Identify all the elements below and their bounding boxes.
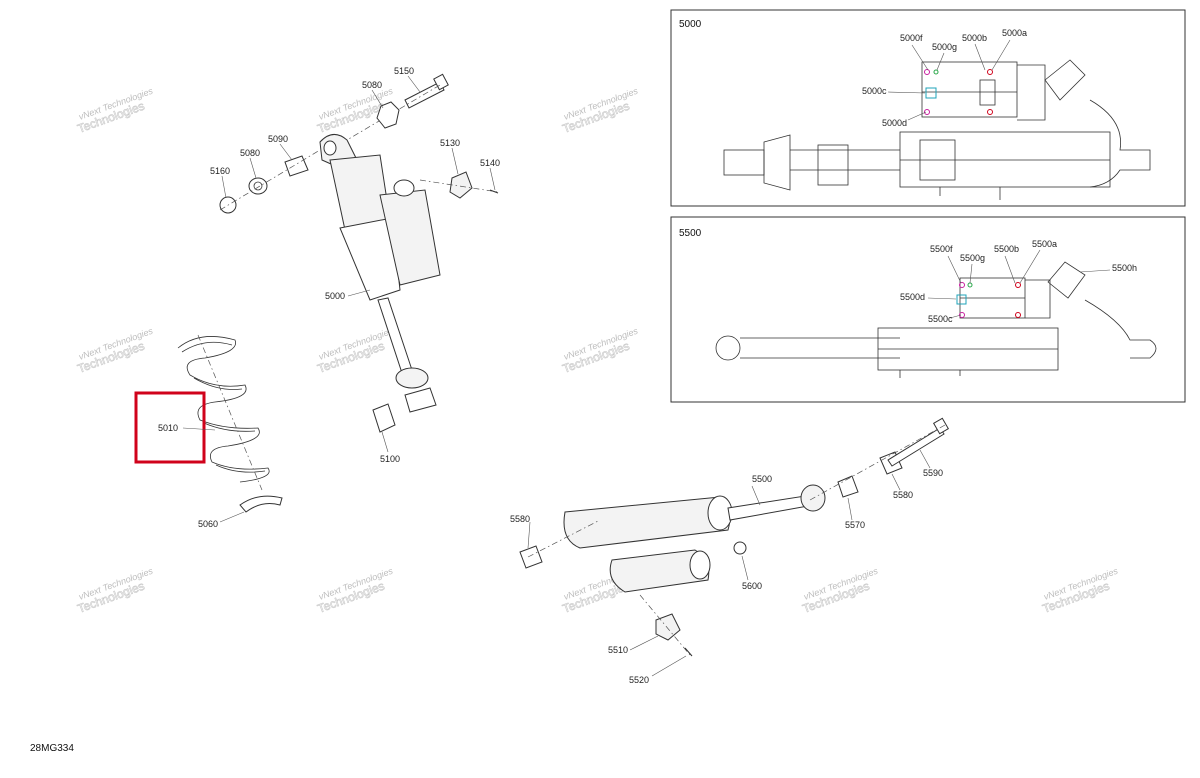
- callout-5160[interactable]: 5160: [210, 166, 230, 176]
- detail-panel-5000[interactable]: 5000: [670, 9, 1186, 207]
- callout-5500[interactable]: 5500: [752, 474, 772, 484]
- spacer-5570[interactable]: [837, 475, 859, 498]
- front-shock-assembly: [219, 73, 499, 433]
- shock-shaft: [727, 495, 809, 521]
- callout-5060[interactable]: 5060: [198, 519, 218, 529]
- marker-5500d: [956, 294, 967, 305]
- bushing-5580-left[interactable]: [519, 545, 543, 569]
- callout-5000b[interactable]: 5000b: [962, 33, 987, 43]
- marker-5000d: [924, 109, 930, 115]
- lower-eye: [395, 367, 429, 389]
- rear-shock-assembly: [519, 417, 950, 657]
- callout-5500h[interactable]: 5500h: [1112, 263, 1137, 273]
- bushing-5100[interactable]: [372, 403, 396, 433]
- callout-5580[interactable]: 5580: [893, 490, 913, 500]
- callout-5010[interactable]: 5010: [158, 423, 178, 433]
- panel-title: 5500: [679, 228, 702, 239]
- marker-5500c: [959, 312, 965, 318]
- marker-5000a2: [987, 109, 993, 115]
- bolt-5150[interactable]: [404, 73, 449, 109]
- callout-5510[interactable]: 5510: [608, 645, 628, 655]
- spring-5010[interactable]: [177, 334, 270, 491]
- callout-5000f[interactable]: 5000f: [900, 33, 923, 43]
- callout-5140[interactable]: 5140: [480, 158, 500, 168]
- callout-5500a[interactable]: 5500a: [1032, 239, 1057, 249]
- callout-5080[interactable]: 5080: [240, 148, 260, 158]
- callout-5580[interactable]: 5580: [510, 514, 530, 524]
- diagram-reference-code: 28MG334: [30, 743, 74, 754]
- callout-5500f[interactable]: 5500f: [930, 244, 953, 254]
- callout-5080[interactable]: 5080: [362, 80, 382, 90]
- nut-5080[interactable]: [376, 101, 400, 129]
- shock-cross-section: [723, 59, 1151, 200]
- shock-body-5000[interactable]: [329, 154, 391, 231]
- marker-5000f: [924, 69, 930, 75]
- callout-5600[interactable]: 5600: [742, 581, 762, 591]
- callout-5150[interactable]: 5150: [394, 66, 414, 76]
- callout-5520[interactable]: 5520: [629, 675, 649, 685]
- marker-5000a: [987, 69, 993, 75]
- callout-5570[interactable]: 5570: [845, 520, 865, 530]
- callout-5000a[interactable]: 5000a: [1002, 28, 1027, 38]
- callout-5500b[interactable]: 5500b: [994, 244, 1019, 254]
- highlight-box: [134, 391, 206, 464]
- washer-5080[interactable]: [248, 177, 268, 195]
- callout-5130[interactable]: 5130: [440, 138, 460, 148]
- nut-5600[interactable]: [733, 541, 747, 555]
- screw-5520[interactable]: [684, 647, 693, 657]
- callout-5000[interactable]: 5000: [325, 291, 345, 301]
- callout-5000d[interactable]: 5000d: [882, 118, 907, 128]
- shock-cross-section: [715, 261, 1157, 378]
- marker-5500a2: [1015, 312, 1021, 318]
- bolt-5590[interactable]: [887, 427, 945, 467]
- screw-5140[interactable]: [489, 189, 499, 194]
- spring-retainer-5060[interactable]: [239, 495, 283, 513]
- shock-body-5500[interactable]: [563, 496, 731, 549]
- adjuster-5510[interactable]: [655, 613, 681, 641]
- marker-5500a: [1015, 282, 1021, 288]
- panel-title: 5000: [679, 19, 702, 30]
- callout-5090[interactable]: 5090: [268, 134, 288, 144]
- marker-5500f: [959, 282, 965, 288]
- callout-labels: 5150 5080 5090 5080 5160 5130 5140 5000 …: [158, 66, 943, 685]
- callout-5000c[interactable]: 5000c: [862, 86, 887, 96]
- marker-5000g: [933, 69, 939, 75]
- detail-panel-5500[interactable]: 5500 5500f 5500g 5500b 55: [670, 216, 1186, 403]
- bushing: [404, 387, 437, 413]
- callout-5590[interactable]: 5590: [923, 468, 943, 478]
- leader-lines: [182, 75, 931, 677]
- callout-5500g[interactable]: 5500g: [960, 253, 985, 263]
- callout-5500d[interactable]: 5500d: [900, 292, 925, 302]
- adjuster-5130[interactable]: [449, 171, 473, 199]
- callout-5000g[interactable]: 5000g: [932, 42, 957, 52]
- callout-5100[interactable]: 5100: [380, 454, 400, 464]
- marker-5000c: [925, 87, 937, 99]
- callout-5500c[interactable]: 5500c: [928, 314, 953, 324]
